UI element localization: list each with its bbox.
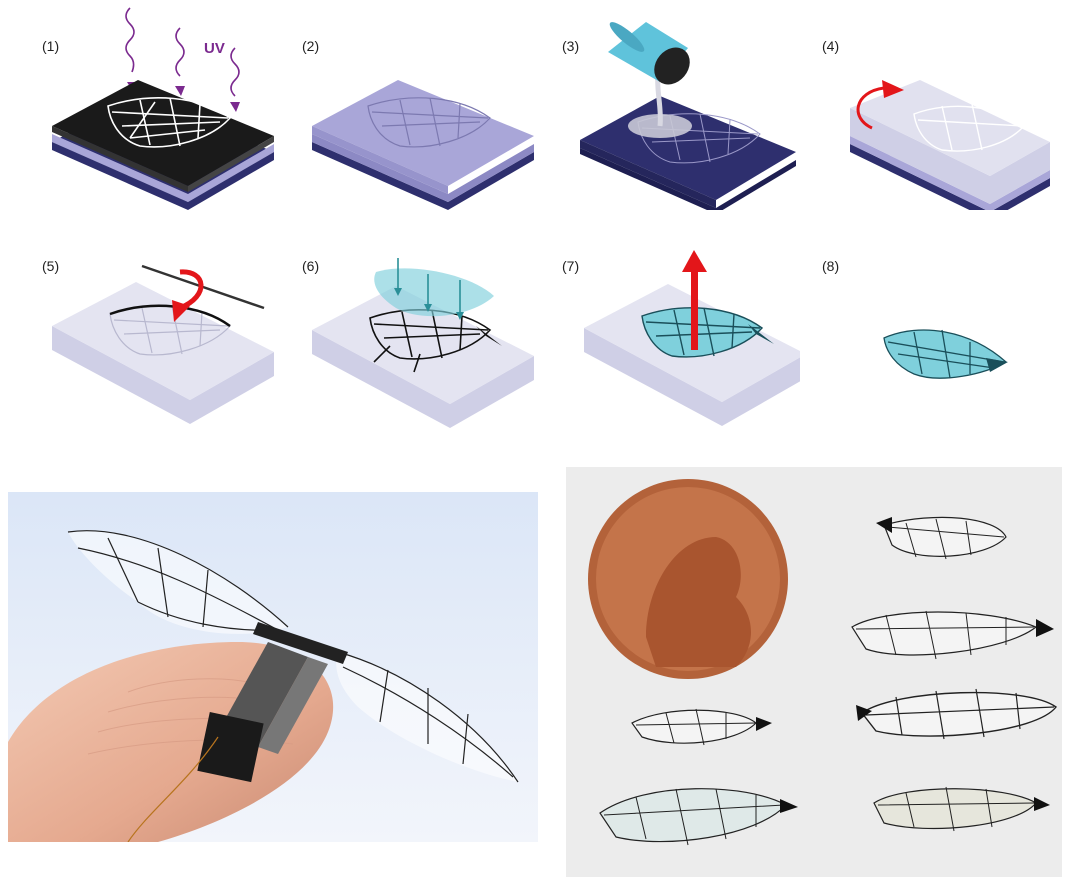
step-5-illustration [30, 222, 280, 432]
step-6-illustration [290, 222, 540, 432]
wings-penny-illustration [566, 467, 1062, 877]
step-8-finished-wing: (8) [810, 222, 1060, 432]
step-6-apply-membrane: (6) [290, 222, 540, 432]
step-2-illustration [290, 0, 540, 210]
step-7-illustration [550, 222, 800, 432]
step-3-pour-pdms: (3) [550, 0, 800, 210]
step-7-lift-wing: (7) [550, 222, 800, 432]
step-8-illustration [810, 222, 1060, 432]
wings-penny-photo [566, 467, 1062, 877]
penny-coin [588, 479, 788, 679]
step-2-developed-mold: (2) [290, 0, 540, 210]
step-4-illustration [810, 0, 1060, 210]
step-4-peel-mold: (4) [810, 0, 1060, 210]
step-3-illustration [550, 0, 800, 210]
step-5-fill-veins: (5) [30, 222, 280, 432]
step-1-uv-exposure: (1) UV [30, 0, 280, 210]
step-1-illustration [30, 0, 280, 210]
pour-cup-icon [606, 18, 697, 91]
robot-insect-illustration [8, 492, 538, 842]
robot-insect-photo [8, 492, 538, 842]
